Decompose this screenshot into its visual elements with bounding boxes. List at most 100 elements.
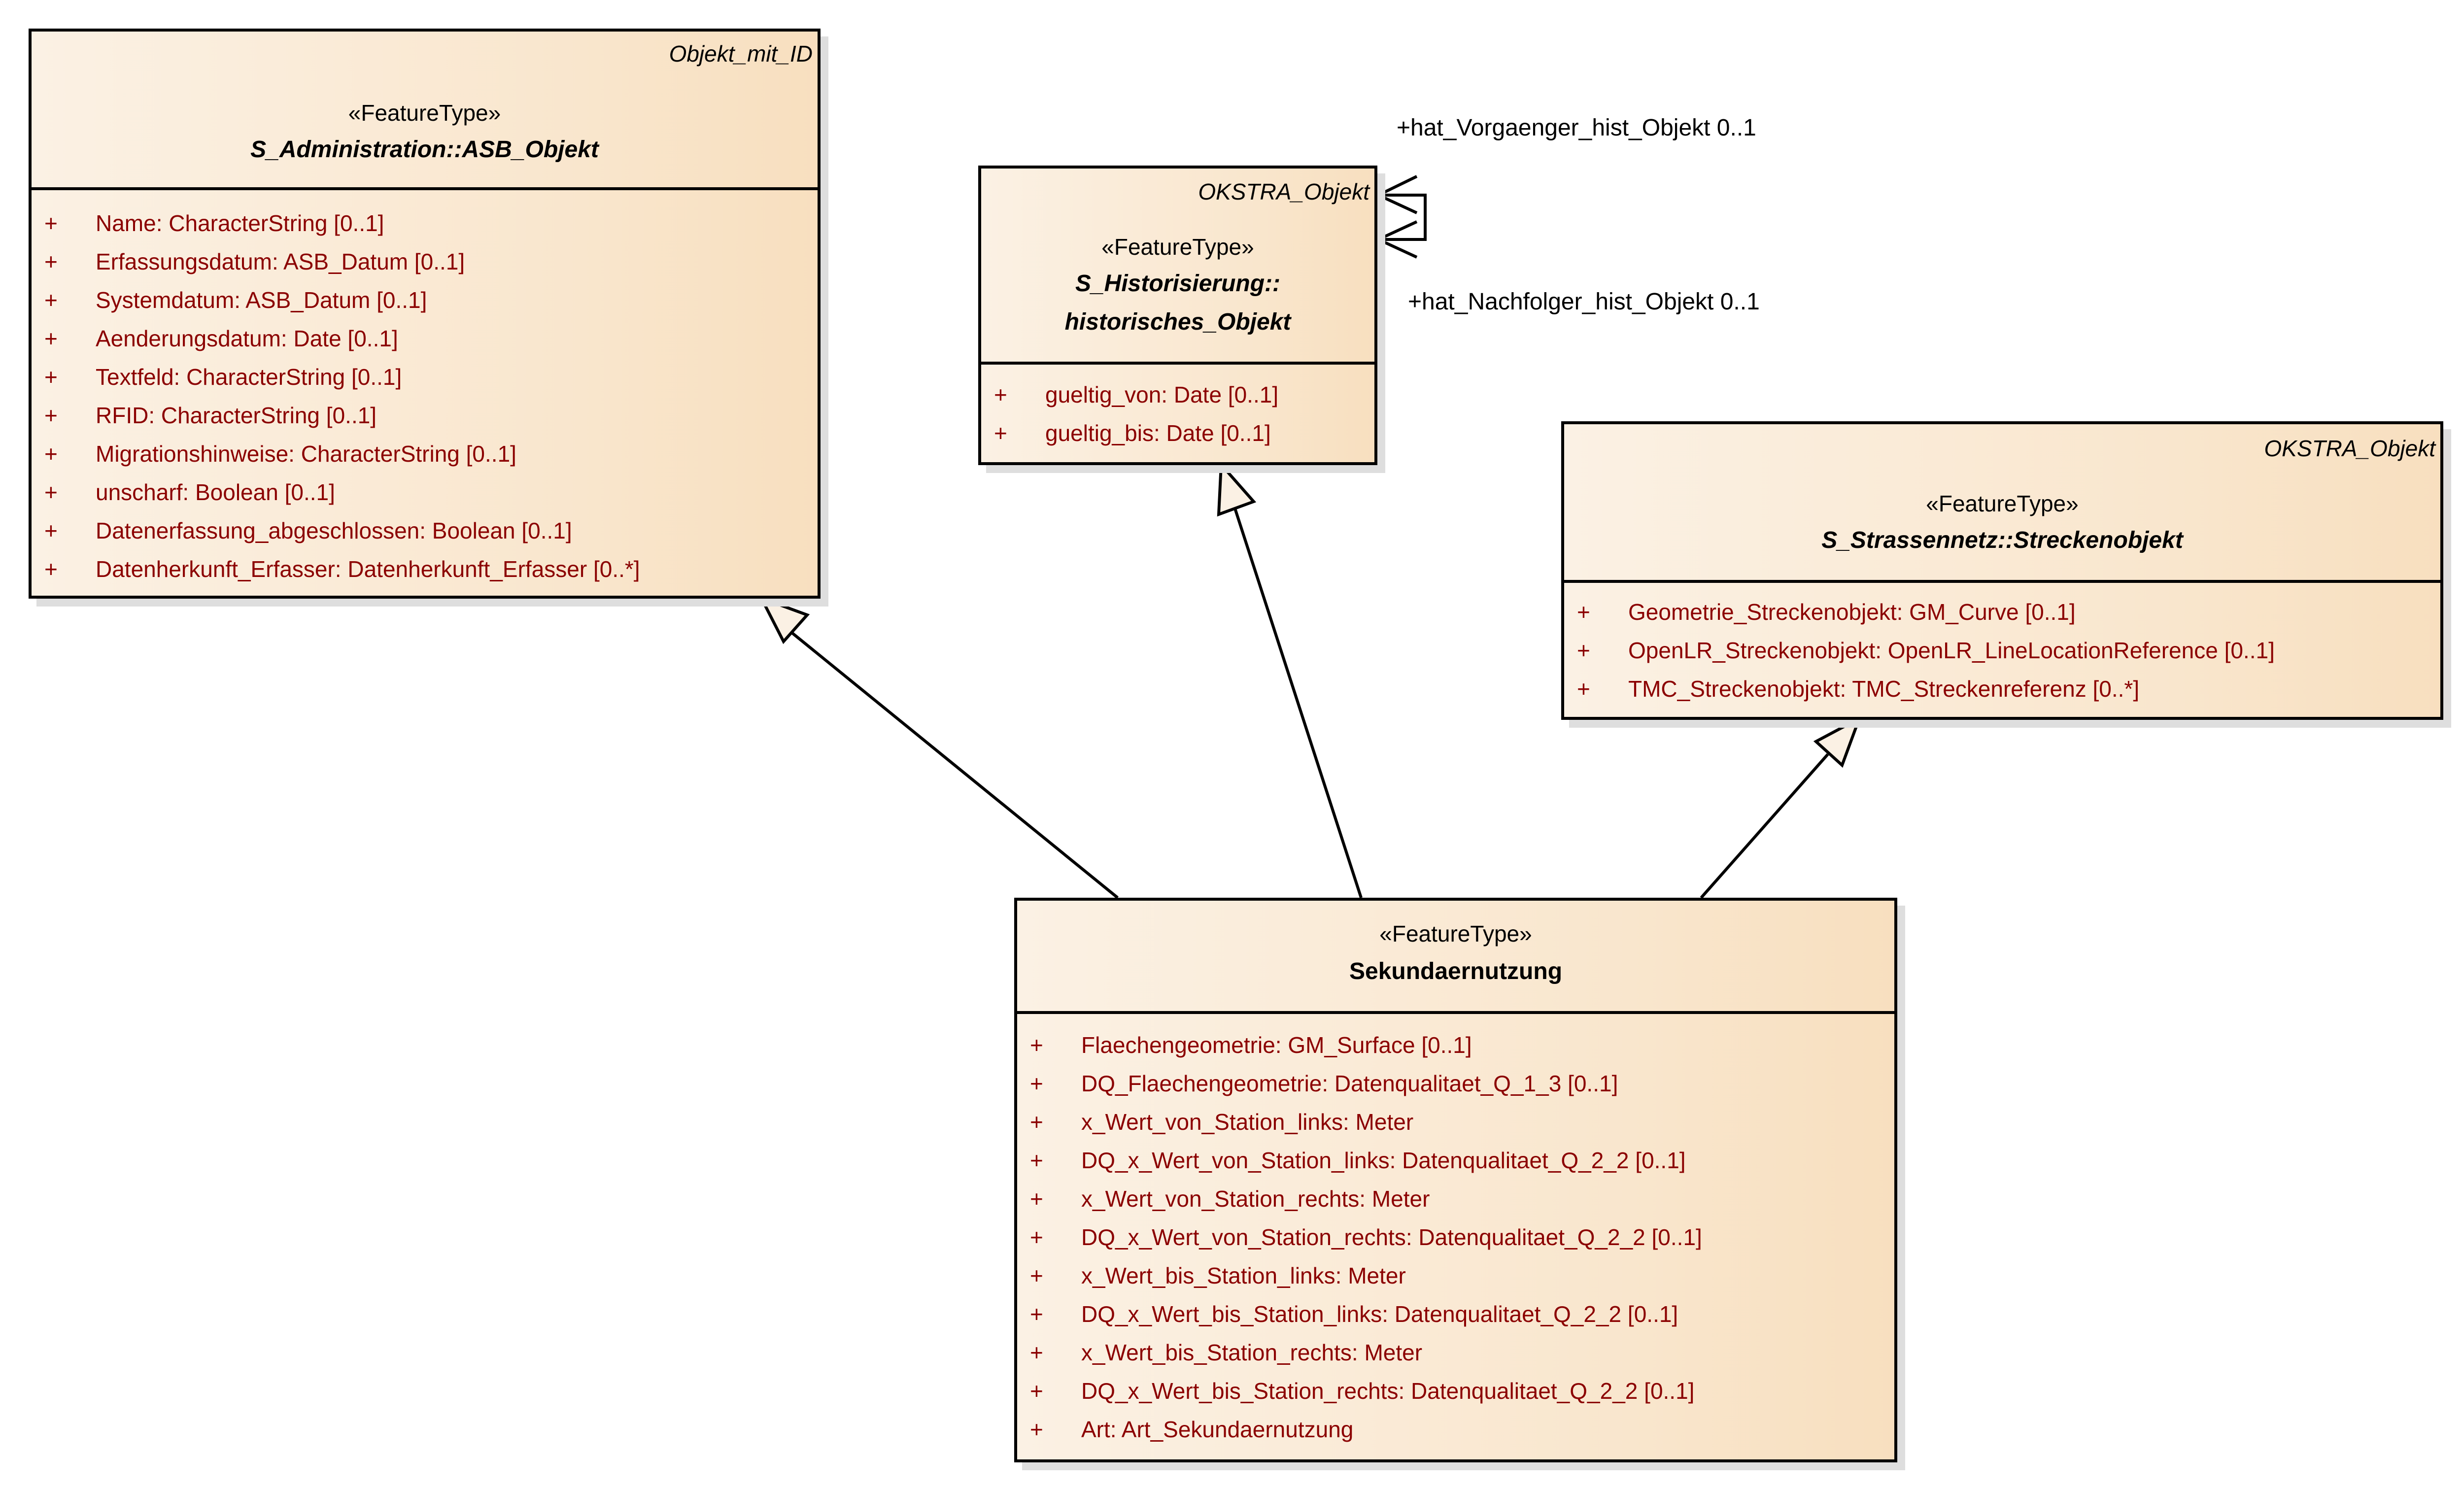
attribute-text: Name: CharacterString [0..1]: [96, 210, 384, 236]
visibility-public-icon: +: [1030, 1301, 1043, 1327]
attribute-text: DQ_x_Wert_bis_Station_links: Datenqualit…: [1081, 1301, 1678, 1327]
class-sekundaernutzung[interactable]: «FeatureType» Sekundaernutzung +Flaechen…: [1014, 898, 1897, 1462]
visibility-public-icon: +: [1030, 1224, 1043, 1250]
attribute-row[interactable]: + RFID: CharacterString [0..1]: [32, 396, 818, 435]
attribute-row[interactable]: + DQ_x_Wert_von_Station_rechts: Datenqual…: [1017, 1218, 1894, 1256]
attribute-row[interactable]: +Textfeld: CharacterString [0..1]: [32, 358, 818, 396]
attribute-text: unscharf: Boolean [0..1]: [96, 479, 335, 505]
attribute-row[interactable]: + Migrationshinweise: CharacterString [0.…: [32, 435, 818, 473]
attribute-text: x_Wert_von_Station_links: Meter: [1081, 1109, 1414, 1135]
visibility-public-icon: +: [1030, 1109, 1043, 1135]
attribute-row[interactable]: + Aenderungsdatum: Date [0..1]: [32, 319, 818, 358]
attribute-row[interactable]: + TMC_Streckenobjekt: TMC_Streckenreferen…: [1564, 670, 2440, 708]
self-association-line[interactable]: [1377, 194, 1427, 241]
attribute-row[interactable]: + x_Wert_von_Station_links: Meter: [1017, 1103, 1894, 1141]
parent-class-label: OKSTRA_Objekt: [2264, 436, 2435, 461]
visibility-public-icon: +: [1030, 1417, 1043, 1442]
attribute-row[interactable]: + Datenerfassung_abgeschlossen: Boolean […: [32, 511, 818, 550]
stereotype-label: «FeatureType»: [1101, 234, 1254, 260]
class-asb-objekt[interactable]: Objekt_mit_ID «FeatureType» S_Administra…: [29, 29, 821, 599]
generalization-line-asb-objekt[interactable]: [781, 623, 1119, 899]
attribute-row[interactable]: + x_Wert_bis_Station_links: Meter: [1017, 1256, 1894, 1295]
attribute-row[interactable]: + DQ_Flaechengeometrie: Datenqualitaet_Q_…: [1017, 1064, 1894, 1103]
visibility-public-icon: +: [1030, 1378, 1043, 1404]
attribute-text: x_Wert_bis_Station_rechts: Meter: [1081, 1340, 1423, 1365]
role-label-vorgaenger: +hat_Vorgaenger_hist_Objekt 0..1: [1397, 115, 1756, 141]
attribute-list: + Geometrie_Streckenobjekt: GM_Curve [0..…: [1564, 583, 2440, 708]
attribute-row[interactable]: + Geometrie_Streckenobjekt: GM_Curve [0..…: [1564, 593, 2440, 631]
attribute-text: Datenerfassung_abgeschlossen: Boolean [0…: [96, 518, 572, 543]
attribute-text: TMC_Streckenobjekt: TMC_Streckenreferenz…: [1628, 676, 2140, 702]
class-name-line-2: historisches_Objekt: [1064, 309, 1291, 335]
visibility-public-icon: +: [1577, 676, 1590, 702]
attribute-text: DQ_x_Wert_von_Station_links: Datenqualit…: [1081, 1148, 1686, 1173]
attribute-text: DQ_Flaechengeometrie: Datenqualitaet_Q_1…: [1081, 1071, 1618, 1096]
visibility-public-icon: +: [994, 420, 1007, 446]
attribute-text: RFID: CharacterString [0..1]: [96, 403, 377, 428]
visibility-public-icon: +: [1030, 1186, 1043, 1212]
visibility-public-icon: +: [44, 210, 58, 236]
association-open-arrow-bottom: [1374, 220, 1418, 259]
class-streckenobjekt[interactable]: OKSTRA_Objekt «FeatureType» S_Strassenne…: [1561, 421, 2443, 720]
visibility-public-icon: +: [44, 326, 58, 351]
attribute-row[interactable]: + Art: Art_Sekundaernutzung: [1017, 1410, 1894, 1449]
stereotype-label: «FeatureType»: [1379, 921, 1532, 946]
visibility-public-icon: +: [1030, 1340, 1043, 1365]
attribute-row[interactable]: +Systemdatum: ASB_Datum [0..1]: [32, 281, 818, 319]
visibility-public-icon: +: [44, 249, 58, 274]
attribute-row[interactable]: +DQ_x_Wert_bis_Station_rechts: Datenqual…: [1017, 1372, 1894, 1410]
attribute-text: DQ_x_Wert_von_Station_rechts: Datenquali…: [1081, 1224, 1702, 1250]
attribute-text: Geometrie_Streckenobjekt: GM_Curve [0..1…: [1628, 599, 2076, 625]
visibility-public-icon: +: [1577, 599, 1590, 625]
attribute-list: +Flaechengeometrie: GM_Surface [0..1] +D…: [1017, 1014, 1894, 1449]
visibility-public-icon: +: [1030, 1148, 1043, 1173]
generalization-arrowhead-streckenobjekt: [1813, 715, 1862, 768]
attribute-row[interactable]: + x_Wert_bis_Station_rechts: Meter: [1017, 1333, 1894, 1372]
visibility-public-icon: +: [44, 518, 58, 543]
attribute-row[interactable]: +Flaechengeometrie: GM_Surface [0..1]: [1017, 1026, 1894, 1064]
role-label-nachfolger: +hat_Nachfolger_hist_Objekt 0..1: [1408, 289, 1760, 315]
visibility-public-icon: +: [1577, 638, 1590, 663]
visibility-public-icon: +: [44, 403, 58, 428]
attribute-text: Datenherkunft_Erfasser: Datenherkunft_Er…: [96, 556, 640, 582]
visibility-public-icon: +: [44, 479, 58, 505]
class-name-line-1: S_Historisierung::: [1075, 270, 1281, 297]
class-header: OKSTRA_Objekt «FeatureType» S_Historisie…: [981, 169, 1374, 365]
attribute-row[interactable]: +Datenherkunft_Erfasser: Datenherkunft_E…: [32, 550, 818, 588]
attribute-row[interactable]: + DQ_x_Wert_von_Station_links: Datenquali…: [1017, 1141, 1894, 1180]
attribute-text: Aenderungsdatum: Date [0..1]: [96, 326, 398, 351]
attribute-text: Migrationshinweise: CharacterString [0..…: [96, 441, 516, 467]
attribute-text: x_Wert_von_Station_rechts: Meter: [1081, 1186, 1430, 1212]
parent-class-label: Objekt_mit_ID: [669, 41, 813, 67]
association-open-arrow-top: [1374, 175, 1418, 214]
class-historisches-objekt[interactable]: OKSTRA_Objekt «FeatureType» S_Historisie…: [978, 166, 1377, 465]
attribute-row[interactable]: +gueltig_bis: Date [0..1]: [981, 414, 1374, 452]
attribute-row[interactable]: + Name: CharacterString [0..1]: [32, 204, 818, 242]
attribute-text: Textfeld: CharacterString [0..1]: [96, 364, 402, 390]
visibility-public-icon: +: [44, 287, 58, 313]
class-name: S_Strassennetz::Streckenobjekt: [1821, 527, 2183, 553]
attribute-row[interactable]: +OpenLR_Streckenobjekt: OpenLR_LineLocat…: [1564, 631, 2440, 670]
visibility-public-icon: +: [1030, 1071, 1043, 1096]
visibility-public-icon: +: [44, 441, 58, 467]
attribute-row[interactable]: + x_Wert_von_Station_rechts: Meter: [1017, 1180, 1894, 1218]
visibility-public-icon: +: [994, 382, 1007, 407]
generalization-line-streckenobjekt[interactable]: [1700, 753, 1829, 899]
attribute-row[interactable]: + unscharf: Boolean [0..1]: [32, 473, 818, 511]
attribute-text: x_Wert_bis_Station_links: Meter: [1081, 1263, 1406, 1288]
attribute-text: Art: Art_Sekundaernutzung: [1081, 1417, 1354, 1442]
attribute-text: gueltig_von: Date [0..1]: [1045, 382, 1279, 407]
stereotype-label: «FeatureType»: [1926, 491, 2079, 516]
visibility-public-icon: +: [1030, 1032, 1043, 1058]
generalization-arrowhead-historisches-objekt: [1217, 461, 1257, 517]
attribute-row[interactable]: + gueltig_von: Date [0..1]: [981, 375, 1374, 414]
attribute-list: + gueltig_von: Date [0..1] +gueltig_bis: …: [981, 365, 1374, 452]
attribute-row[interactable]: + DQ_x_Wert_bis_Station_links: Datenquali…: [1017, 1295, 1894, 1333]
class-header: OKSTRA_Objekt «FeatureType» S_Strassenne…: [1564, 424, 2440, 583]
attribute-text: Erfassungsdatum: ASB_Datum [0..1]: [96, 249, 465, 274]
generalization-line-historisches-objekt[interactable]: [1233, 508, 1363, 898]
attribute-row[interactable]: + Erfassungsdatum: ASB_Datum [0..1]: [32, 242, 818, 281]
visibility-public-icon: +: [1030, 1263, 1043, 1288]
attribute-list: + Name: CharacterString [0..1] + Erfassung…: [32, 190, 818, 588]
